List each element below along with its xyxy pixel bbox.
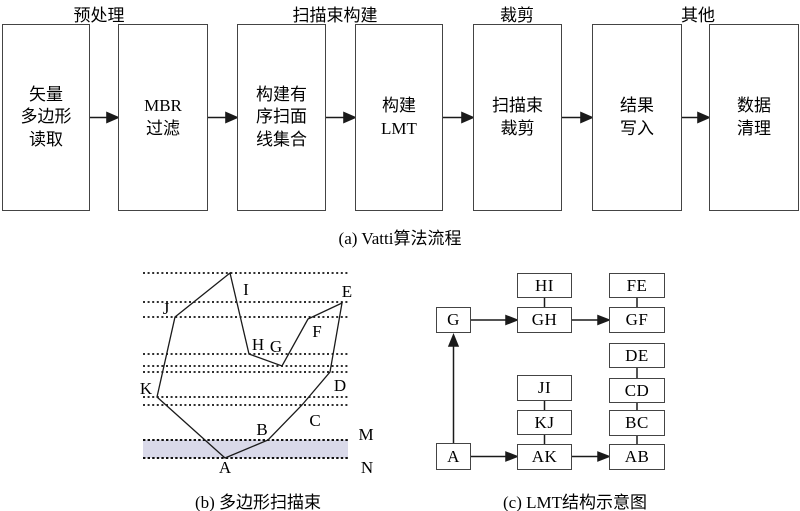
vertex-label-a: A (219, 458, 232, 477)
group-label-scanbeam: 扫描束构建 (292, 6, 378, 25)
flow-step-scanbeam-clip: 扫描束 裁剪 (473, 24, 562, 211)
scanbeam-diagram: I E J F H G K D C B A M N (140, 271, 374, 477)
caption-part-a: (a) Vatti算法流程 (338, 229, 462, 248)
polygon-outline (156, 271, 343, 459)
lmt-node-a: A (436, 443, 471, 470)
vertex-label-b: B (256, 420, 267, 439)
lmt-node-de: DE (609, 343, 665, 368)
scanline-label-m: M (358, 425, 373, 444)
vertex-label-k: K (140, 379, 153, 398)
group-label-other: 其他 (681, 6, 715, 25)
lmt-connector (543, 298, 638, 444)
lmt-node-ab: AB (609, 444, 665, 470)
caption-part-b: (b) 多边形扫描束 (194, 493, 322, 511)
flow-step-write-result: 结果 写入 (592, 24, 682, 211)
flow-step-read-polygons: 矢量 多边形 读取 (2, 24, 90, 211)
lmt-node-ak: AK (517, 444, 572, 470)
lmt-node-hi: HI (517, 273, 572, 298)
vertex-label-f: F (312, 322, 321, 341)
lmt-node-bc: BC (609, 410, 665, 436)
scanline-label-n: N (361, 458, 373, 477)
lmt-node-cd: CD (609, 378, 665, 403)
vertex-label-e: E (342, 282, 352, 301)
lmt-node-kj: KJ (517, 410, 572, 435)
lmt-links-layer (447, 298, 638, 462)
caption-part-c: (c) LMT结构示意图 (502, 493, 647, 511)
flow-arrow (90, 111, 712, 124)
vertex-label-d: D (334, 376, 346, 395)
vertex-label-c: C (309, 411, 320, 430)
flow-step-cleanup: 数据 清理 (709, 24, 799, 211)
lmt-arrow (447, 314, 612, 462)
group-label-preprocess: 预处理 (73, 6, 125, 25)
lmt-node-fe: FE (609, 273, 665, 298)
scan-lines-m-n (143, 439, 348, 459)
flow-step-build-scanlines: 构建有 序扫面 线集合 (237, 24, 326, 211)
flow-step-mbr-filter: MBR 过滤 (118, 24, 208, 211)
flow-step-build-lmt: 构建 LMT (355, 24, 443, 211)
vertex-label-g: G (270, 337, 282, 356)
vertex-label-i: I (243, 280, 249, 299)
flow-arrows-layer (90, 111, 712, 124)
group-label-clip: 裁剪 (500, 6, 534, 25)
vertex-label-j: J (163, 299, 170, 318)
lmt-node-g: G (436, 307, 471, 333)
lmt-node-ji: JI (517, 375, 572, 401)
vertex-label-h: H (252, 335, 264, 354)
lmt-node-gh: GH (517, 307, 572, 333)
scan-lines (143, 272, 348, 406)
lmt-node-gf: GF (609, 307, 665, 333)
